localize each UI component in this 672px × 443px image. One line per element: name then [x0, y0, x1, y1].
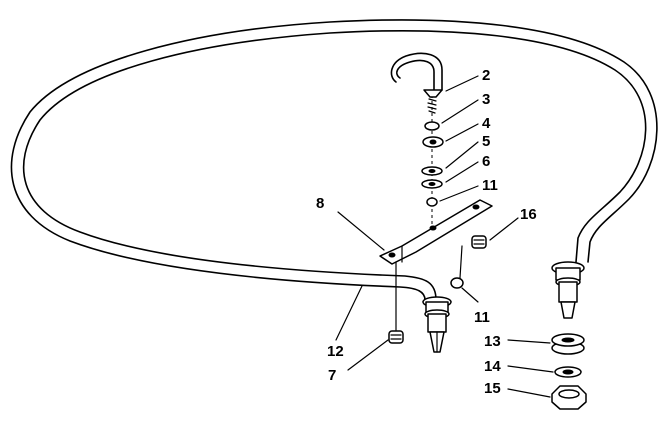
right-terminal [551, 261, 585, 319]
callout-13: 13 [484, 333, 501, 350]
mounting-bracket [379, 199, 493, 331]
callout-4: 4 [482, 115, 491, 132]
clip-nut-16 [471, 235, 487, 249]
washer-14 [554, 366, 582, 378]
leader-lines [335, 75, 554, 398]
callout-15: 15 [484, 380, 501, 397]
nut-upper [426, 197, 438, 207]
callout-11-lower: 11 [474, 309, 490, 326]
callout-16: 16 [520, 206, 537, 223]
callout-14: 14 [484, 358, 501, 375]
callout-7: 7 [328, 367, 336, 384]
callout-6: 6 [482, 153, 490, 170]
washer-5 [421, 166, 443, 176]
callout-2: 2 [482, 67, 490, 84]
heating-element-tube [10, 19, 658, 301]
screw [423, 89, 443, 114]
nut-lower [450, 277, 464, 289]
left-terminal [422, 296, 452, 353]
hex-nut [551, 385, 587, 410]
callout-3: 3 [482, 91, 490, 108]
callout-12: 12 [327, 343, 344, 360]
small-washer [424, 121, 440, 131]
callout-8: 8 [316, 195, 324, 212]
insulator [422, 136, 444, 148]
callout-labels: 2 3 4 5 6 11 8 16 11 12 7 13 14 15 [316, 67, 537, 397]
grommet [551, 333, 585, 355]
clip-nut-7 [388, 330, 404, 344]
washer-6 [421, 179, 443, 189]
stud-bracket [390, 52, 443, 91]
callout-5: 5 [482, 133, 490, 150]
callout-11: 11 [482, 177, 498, 194]
